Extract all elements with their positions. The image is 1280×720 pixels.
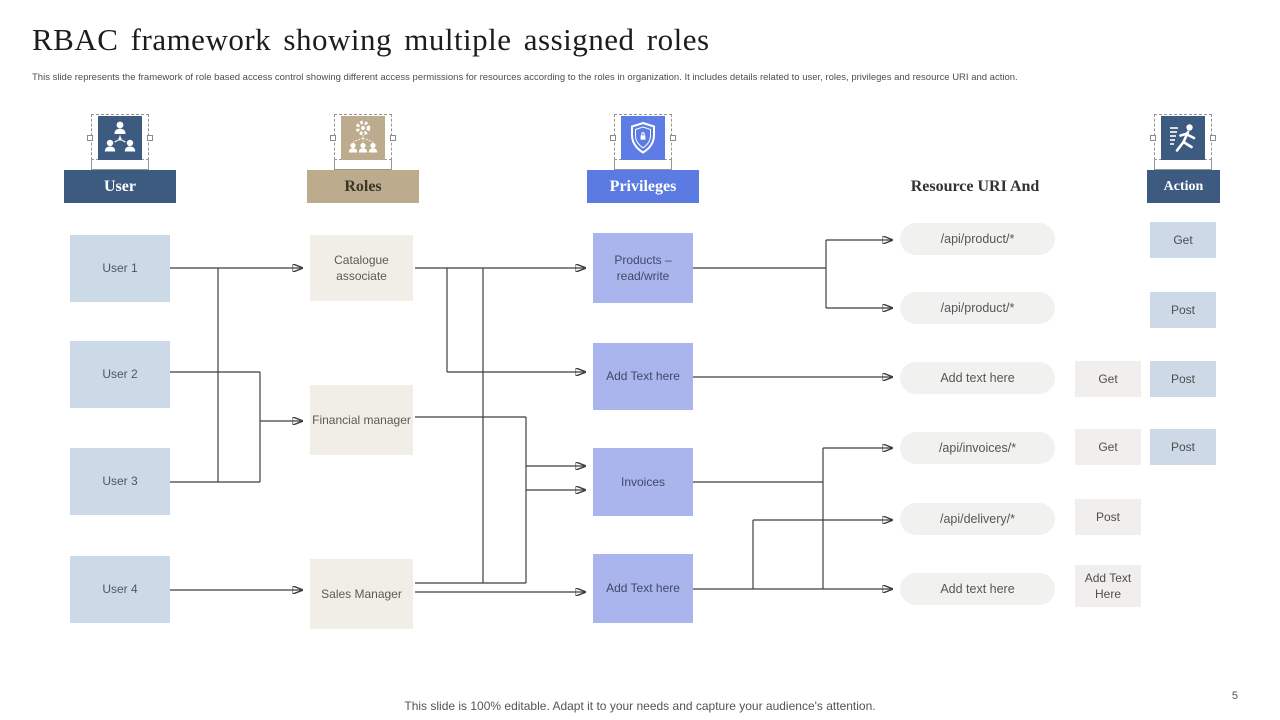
selection-handle[interactable] <box>87 135 93 141</box>
page-number: 5 <box>1231 690 1238 702</box>
resource-pill-5[interactable]: /api/delivery/* <box>900 503 1055 535</box>
privilege-box-add-text-2[interactable]: Add Text here <box>593 554 693 623</box>
privilege-box-invoices[interactable]: Invoices <box>593 448 693 516</box>
column-header-action[interactable]: Action <box>1147 170 1220 203</box>
action-add-text-row6[interactable]: Add Text Here <box>1075 565 1141 607</box>
role-box-financial-manager[interactable]: Financial manager <box>310 385 413 455</box>
action-get-row3[interactable]: Get <box>1075 361 1141 397</box>
selection-bracket <box>334 160 392 170</box>
selection-handle[interactable] <box>670 135 676 141</box>
running-man-icon <box>1161 116 1205 160</box>
user-icon-frame[interactable] <box>87 114 153 170</box>
user-box-4[interactable]: User 4 <box>70 556 170 623</box>
column-header-roles[interactable]: Roles <box>307 170 419 203</box>
role-box-catalogue-associate[interactable]: Catalogue associate <box>310 235 413 301</box>
user-box-2[interactable]: User 2 <box>70 341 170 408</box>
gear-team-icon <box>341 116 385 160</box>
resource-pill-1[interactable]: /api/product/* <box>900 223 1055 255</box>
action-icon-frame[interactable] <box>1150 114 1216 170</box>
selection-handle[interactable] <box>147 135 153 141</box>
action-post-row5[interactable]: Post <box>1075 499 1141 535</box>
roles-icon-frame[interactable] <box>330 114 396 170</box>
action-get-row1[interactable]: Get <box>1150 222 1216 258</box>
privileges-icon-frame[interactable] <box>610 114 676 170</box>
selection-handle[interactable] <box>390 135 396 141</box>
user-box-3[interactable]: User 3 <box>70 448 170 515</box>
column-header-privileges[interactable]: Privileges <box>587 170 699 203</box>
selection-handle[interactable] <box>610 135 616 141</box>
selection-handle[interactable] <box>330 135 336 141</box>
resource-pill-6[interactable]: Add text here <box>900 573 1055 605</box>
selection-bracket <box>1154 160 1212 170</box>
selection-bracket <box>614 160 672 170</box>
resource-pill-2[interactable]: /api/product/* <box>900 292 1055 324</box>
privilege-box-products[interactable]: Products – read/write <box>593 233 693 303</box>
page-title[interactable]: RBAC framework showing multiple assigned… <box>32 22 710 57</box>
selection-handle[interactable] <box>1150 135 1156 141</box>
org-users-icon <box>98 116 142 160</box>
selection-bracket <box>91 160 149 170</box>
selection-handle[interactable] <box>1210 135 1216 141</box>
footer-note: This slide is 100% editable. Adapt it to… <box>404 699 876 713</box>
privilege-box-add-text-1[interactable]: Add Text here <box>593 343 693 410</box>
action-post-row2[interactable]: Post <box>1150 292 1216 328</box>
action-post-row3[interactable]: Post <box>1150 361 1216 397</box>
resource-pill-3[interactable]: Add text here <box>900 362 1055 394</box>
column-header-resource-uri: Resource URI And <box>910 177 1040 195</box>
role-box-sales-manager[interactable]: Sales Manager <box>310 559 413 629</box>
slide-subtitle[interactable]: This slide represents the framework of r… <box>32 72 1018 83</box>
shield-lock-icon <box>621 116 665 160</box>
action-post-row4[interactable]: Post <box>1150 429 1216 465</box>
resource-pill-4[interactable]: /api/invoices/* <box>900 432 1055 464</box>
action-get-row4[interactable]: Get <box>1075 429 1141 465</box>
user-box-1[interactable]: User 1 <box>70 235 170 302</box>
column-header-user[interactable]: User <box>64 170 176 203</box>
